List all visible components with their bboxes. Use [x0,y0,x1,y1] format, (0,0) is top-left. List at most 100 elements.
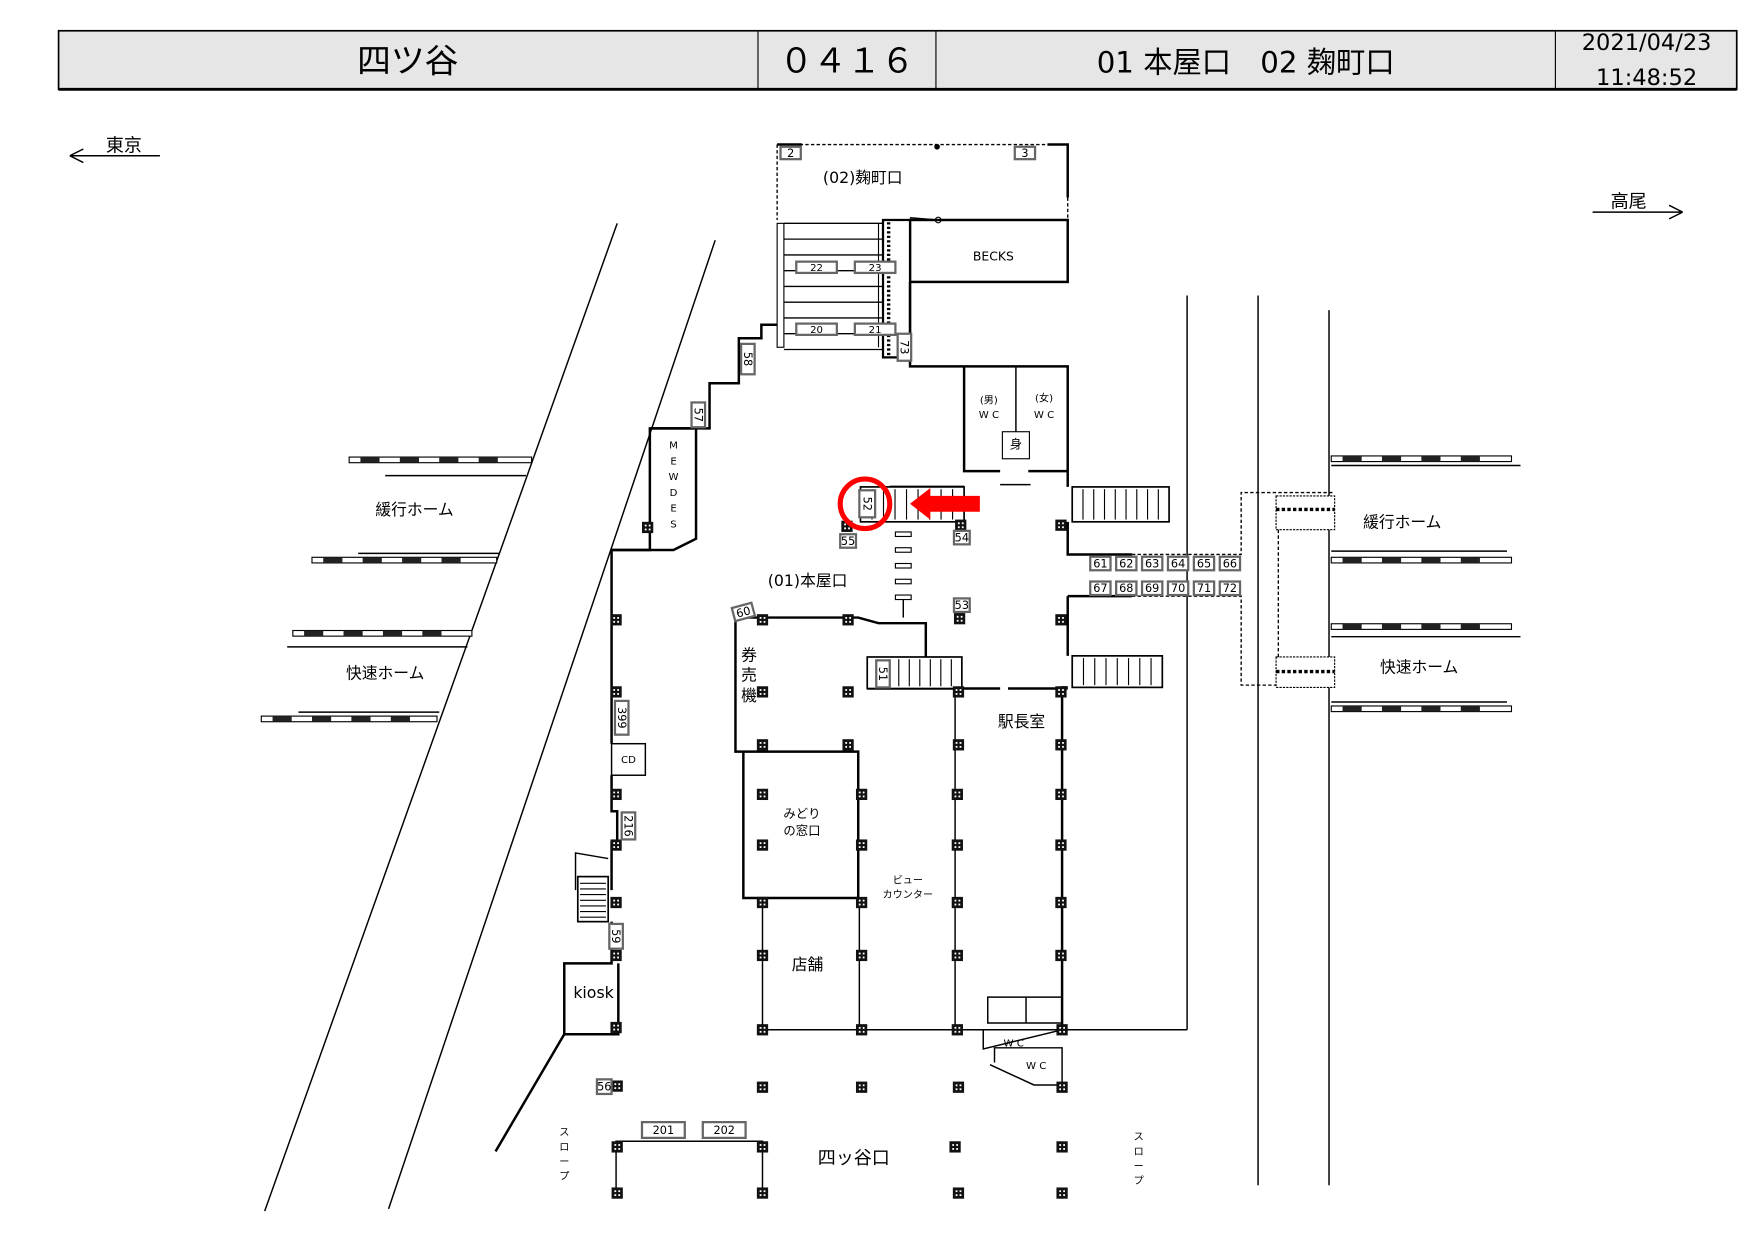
wc-women-label: (女) [1035,391,1053,404]
pillar [951,949,963,962]
sign-62[interactable]: 62 [1115,555,1138,572]
local-platform-right: 緩行ホーム [1363,512,1441,531]
direction-tokyo: 東京 [106,135,142,156]
sign-23[interactable]: 23 [853,260,897,275]
pillar [951,896,963,909]
tactile-strip [292,629,473,637]
pillar [756,1024,769,1036]
pillar [756,686,769,698]
pillar [756,839,769,851]
mewdes-letter: S [670,519,676,530]
shop-label: 店舗 [792,955,824,974]
station-code: ０４１６ [779,41,914,80]
sign-59[interactable]: 59 [608,922,624,950]
pillar [952,1081,965,1093]
sign-56[interactable]: 56 [595,1078,613,1096]
sign-55[interactable]: 55 [839,533,858,549]
sign-57[interactable]: 57 [690,401,707,429]
sign-63[interactable]: 63 [1140,555,1164,572]
sign-67[interactable]: 67 [1089,580,1112,597]
sign-52[interactable]: 52 [858,489,877,519]
sign-61[interactable]: 61 [1089,555,1112,572]
sign-51[interactable]: 51 [875,659,891,689]
sign-60[interactable]: 60 [730,601,757,623]
sign-66[interactable]: 66 [1218,555,1242,572]
becks-label: BECKS [973,250,1014,264]
guide-markers [894,531,912,601]
sign-number: 3 [1021,147,1028,160]
sign-22[interactable]: 22 [795,260,838,275]
sign-number: 216 [622,815,635,836]
pillar [641,521,654,534]
sign-20[interactable]: 20 [795,322,838,337]
pillar [1055,614,1067,626]
sign-70[interactable]: 70 [1166,580,1190,597]
slope-char: ロ [559,1142,569,1153]
sign-58[interactable]: 58 [739,342,756,376]
sign-216[interactable]: 216 [620,811,637,841]
sign-201[interactable]: 201 [640,1121,686,1140]
sign-68[interactable]: 68 [1115,580,1138,597]
date: 2021/04/23 [1582,30,1712,56]
pillar [952,739,965,751]
sign-number: 67 [1093,582,1107,595]
sign-number: 23 [869,263,882,274]
sign-number: 57 [691,408,704,422]
stairs-left [576,875,610,923]
sign-2[interactable]: 2 [779,145,802,161]
sign-number: 72 [1223,582,1237,595]
mewdes-letter: E [670,456,676,467]
pillar [842,686,854,698]
sign-73[interactable]: 73 [896,332,913,362]
platform-bridge [1131,491,1336,688]
highlight-marker [837,476,980,532]
sign-number: 201 [653,1124,674,1137]
sign-65[interactable]: 65 [1192,555,1216,572]
direction-right: 高尾 [1592,192,1683,220]
honya-exit-label: (01)本屋口 [768,571,848,590]
sign-3[interactable]: 3 [1013,145,1037,161]
sign-number: 399 [615,707,628,728]
pillar [949,1141,961,1153]
mewdes-letter: D [670,488,678,499]
sign-number: 58 [741,352,754,366]
sign-21[interactable]: 21 [853,322,897,337]
pillar [1056,1081,1068,1093]
wc-rooms: (男) W C (女) W C 身 [979,391,1054,460]
sign-number: 61 [1093,557,1107,570]
guide-marker [894,562,912,569]
header-bar: 四ツ谷 ０４１６ 01 本屋口 02 麹町口 2021/04/23 11:48:… [57,30,1738,91]
kojimachi-exit-area: (02)麹町口 [776,143,1069,224]
pillar [842,739,854,751]
wc-men-label: (男) [980,395,998,407]
pillar [756,1187,769,1199]
mewdes-shop: M E W D E S [669,441,679,531]
sign-number: 51 [876,667,889,681]
tactile-strip [1330,556,1513,564]
guide-marker [894,531,912,538]
sign-202[interactable]: 202 [701,1121,747,1140]
stairs-right-lower [1071,655,1164,689]
midori-label-2: の窓口 [783,823,820,838]
sign-54[interactable]: 54 [952,529,971,546]
view-counter-label: ビュー [893,874,923,886]
slope-right: ス ロ ー プ [1134,1132,1144,1187]
accessible-toilet-icon: 身 [1010,437,1022,452]
slope-char: ス [1134,1132,1144,1143]
sign-number: 63 [1145,557,1159,570]
sign-72[interactable]: 72 [1218,580,1242,597]
pillar [1055,896,1067,909]
pillar [610,839,622,851]
pillar [951,839,963,851]
slope-char: プ [1134,1175,1144,1187]
sign-399[interactable]: 399 [613,699,630,736]
sign-69[interactable]: 69 [1140,580,1164,597]
sign-number: 54 [955,532,969,545]
sign-53[interactable]: 53 [952,597,971,614]
sign-64[interactable]: 64 [1166,555,1190,572]
sign-71[interactable]: 71 [1192,580,1216,597]
sign-number: 21 [869,325,882,336]
pillar [953,613,966,625]
wc-women-wc: W C [1034,410,1054,421]
pillar [1055,739,1067,751]
